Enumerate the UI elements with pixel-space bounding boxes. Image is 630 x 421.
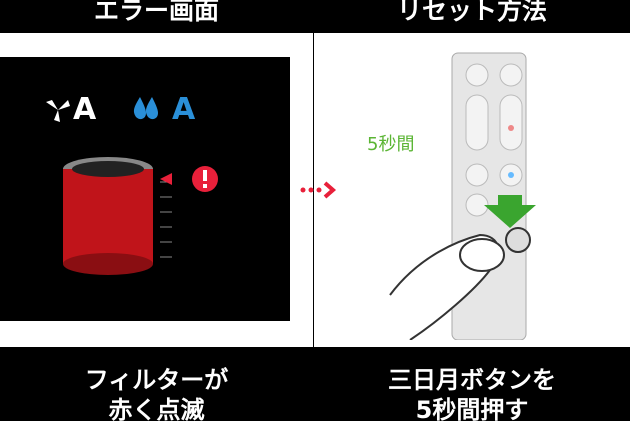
divider [313, 0, 314, 421]
crescent-moon-button [505, 227, 531, 253]
humidity-mode: A [172, 92, 196, 127]
green-down-arrow [484, 195, 536, 228]
error-description-line2: 赤く点滅 [108, 396, 205, 421]
fan-mode: A [73, 92, 97, 127]
fan-icon [46, 100, 70, 122]
error-display: A A [0, 57, 290, 321]
remote-control [389, 52, 536, 340]
duration-label: 5秒間 [367, 134, 415, 155]
error-description: フィルターが 赤く点滅 [0, 347, 313, 421]
level-marker [160, 173, 172, 185]
level-gauge [160, 181, 172, 258]
droplet-icon [133, 97, 158, 120]
filter-icon [63, 157, 153, 275]
reset-description-line2: 5秒間押す [415, 396, 529, 421]
error-description-line1: フィルターが [84, 366, 229, 394]
reset-description: 三日月ボタンを 5秒間押す [314, 347, 630, 421]
error-screen-header: エラー画面 [0, 0, 313, 33]
arrow-icon [300, 181, 337, 199]
reset-description-line1: 三日月ボタンを [388, 366, 556, 394]
reset-method-header: リセット方法 [314, 0, 630, 33]
warning-icon [192, 166, 218, 192]
